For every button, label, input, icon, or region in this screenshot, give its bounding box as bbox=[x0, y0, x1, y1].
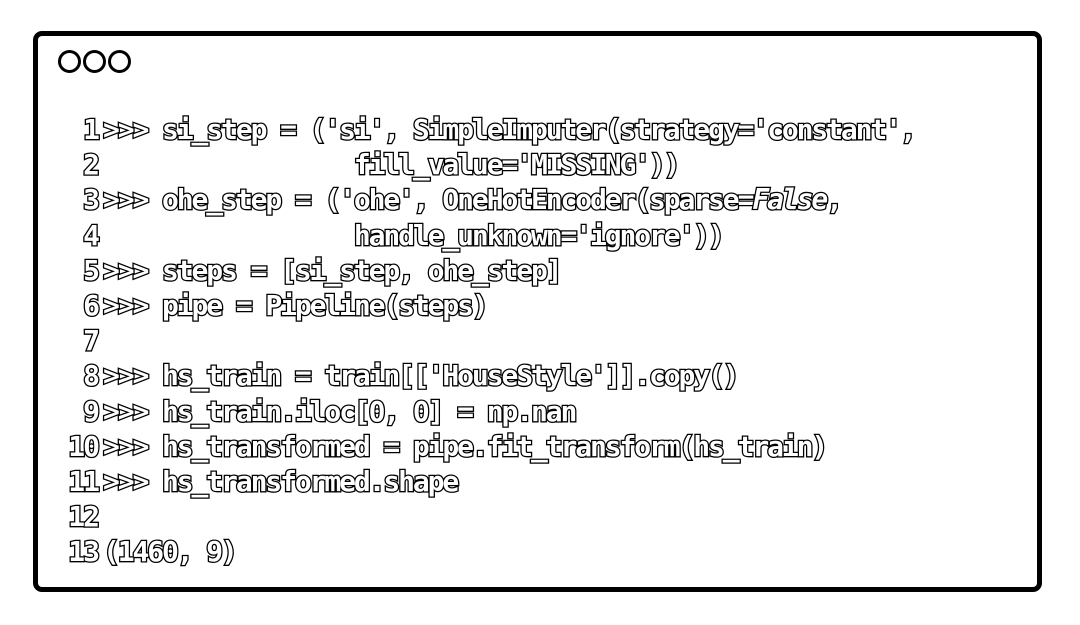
line-number: 10 bbox=[67, 428, 101, 464]
line-number: 13 bbox=[67, 534, 101, 570]
code-text: handle_unknown='ignore')) bbox=[103, 217, 727, 253]
code-line: 8>>> hs_train = train[['HouseStyle']].co… bbox=[58, 358, 1018, 394]
code-text: >>> ohe_step = ('ohe', OneHotEncoder(spa… bbox=[102, 182, 756, 218]
code-text: >>> hs_transformed = pipe.fit_transform(… bbox=[102, 428, 830, 464]
code-line: 12 bbox=[58, 499, 1018, 535]
code-text: >>> steps = [si_step, ohe_step] bbox=[102, 252, 564, 288]
line-number: 11 bbox=[67, 464, 101, 500]
code-window: 1>>> si_step = ('si', SimpleImputer(stra… bbox=[33, 31, 1042, 592]
code-text-tail: , bbox=[825, 182, 844, 218]
line-number: 7 bbox=[82, 323, 101, 359]
line-number: 5 bbox=[82, 252, 101, 288]
code-text: >>> hs_train = train[['HouseStyle']].cop… bbox=[102, 358, 741, 394]
code-text: >>> pipe = Pipeline(steps) bbox=[102, 288, 490, 324]
code-line: 7 bbox=[58, 323, 1018, 359]
code-line: 1>>> si_step = ('si', SimpleImputer(stra… bbox=[58, 112, 1018, 148]
code-line: 11>>> hs_transformed.shape bbox=[58, 464, 1018, 500]
line-number: 1 bbox=[82, 112, 101, 148]
code-line: 10>>> hs_transformed = pipe.fit_transfor… bbox=[58, 428, 1018, 464]
window-controls bbox=[58, 50, 131, 73]
code-text-wrap: >>> ohe_step = ('ohe', OneHotEncoder(spa… bbox=[102, 182, 845, 218]
line-number: 12 bbox=[67, 499, 101, 535]
code-line: 4 handle_unknown='ignore')) bbox=[58, 217, 1018, 253]
minimize-icon[interactable] bbox=[83, 50, 106, 73]
code-line: 6>>> pipe = Pipeline(steps) bbox=[58, 288, 1018, 324]
line-number: 4 bbox=[82, 217, 101, 253]
code-text: >>> hs_train.iloc[0, 0] = np.nan bbox=[102, 393, 579, 429]
code-line: 9>>> hs_train.iloc[0, 0] = np.nan bbox=[58, 393, 1018, 429]
line-number: 2 bbox=[82, 147, 101, 183]
line-number: 8 bbox=[82, 358, 101, 394]
code-line: 2 fill_value='MISSING')) bbox=[58, 147, 1018, 183]
code-text: fill_value='MISSING')) bbox=[103, 147, 682, 183]
line-number: 6 bbox=[82, 288, 101, 324]
code-line: 5>>> steps = [si_step, ohe_step] bbox=[58, 252, 1018, 288]
code-line: 13(1460, 9) bbox=[58, 534, 1018, 570]
line-number: 3 bbox=[82, 182, 101, 218]
code-keyword-false: False bbox=[751, 182, 829, 218]
line-number: 9 bbox=[82, 393, 101, 429]
code-line: 3>>> ohe_step = ('ohe', OneHotEncoder(sp… bbox=[58, 182, 1018, 218]
close-icon[interactable] bbox=[58, 50, 81, 73]
code-block: 1>>> si_step = ('si', SimpleImputer(stra… bbox=[58, 112, 1018, 570]
maximize-icon[interactable] bbox=[108, 50, 131, 73]
code-text: >>> si_step = ('si', SimpleImputer(strat… bbox=[102, 112, 918, 148]
code-text: >>> hs_transformed.shape bbox=[102, 464, 461, 500]
code-text: (1460, 9) bbox=[102, 534, 240, 570]
